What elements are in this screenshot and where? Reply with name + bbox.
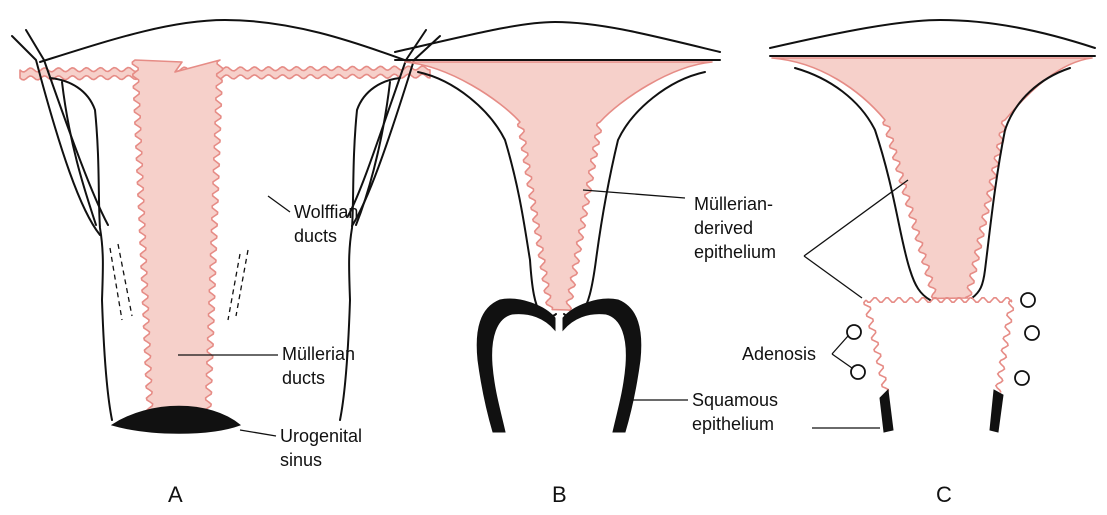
leader-mderived-c1	[804, 180, 908, 256]
panel-a-mullerian-duct	[132, 60, 222, 412]
adenosis-gland	[847, 325, 861, 339]
label-squamous-line1: Squamous	[692, 390, 778, 410]
leader-adenosis-1	[832, 336, 848, 354]
panel-b-endometrial-cavity	[405, 62, 712, 310]
label-mderived-line3: epithelium	[694, 242, 776, 262]
adenosis-gland	[851, 365, 865, 379]
label-urogenital-line1: Urogenital	[280, 426, 362, 446]
panel-b-squamous-right	[563, 299, 641, 432]
label-adenosis: Adenosis	[742, 344, 816, 364]
label-mderived-line1: Müllerian-	[694, 194, 773, 214]
panel-c-adenosis-epithelium-left	[864, 300, 889, 392]
panel-c-squamous-right	[990, 390, 1003, 432]
label-squamous-line2: epithelium	[692, 414, 774, 434]
panel-c	[770, 20, 1095, 432]
label-mderived-line2: derived	[694, 218, 753, 238]
panel-a-dash-l1	[110, 248, 122, 320]
panel-label-a: A	[168, 482, 183, 507]
panel-a-inner-left	[62, 82, 96, 225]
label-mullerian-ducts-line2: ducts	[282, 368, 325, 388]
panel-a-uterus-left-wall	[50, 78, 112, 420]
panel-c-adenosis-epithelium-right	[996, 300, 1013, 393]
panel-b-fundus	[395, 22, 720, 52]
adenosis-gland	[1025, 326, 1039, 340]
panel-a-fundus	[40, 20, 410, 62]
label-urogenital-line2: sinus	[280, 450, 322, 470]
leader-adenosis-2	[832, 354, 852, 368]
adenosis-gland	[1021, 293, 1035, 307]
panel-c-fundus	[770, 20, 1095, 48]
panel-a-wolffian-duct-right-2	[348, 30, 426, 216]
panel-a-urogenital-sinus	[112, 406, 240, 433]
leader-mderived-c2	[804, 256, 862, 298]
label-mullerian-ducts-line1: Müllerian	[282, 344, 355, 364]
panel-label-c: C	[936, 482, 952, 507]
leader-mderived-b	[583, 190, 685, 198]
adenosis-gland	[1015, 371, 1029, 385]
label-wolffian-line2: ducts	[294, 226, 337, 246]
panel-c-endometrial-cavity	[772, 58, 1092, 298]
leader-wolffian	[268, 196, 290, 212]
panel-b-squamous-left	[477, 299, 555, 432]
label-wolffian-line1: Wolffian	[294, 202, 358, 222]
leader-urogenital	[240, 430, 276, 436]
panel-c-squamous-left	[880, 390, 893, 432]
panel-a-dash-r2	[236, 250, 248, 316]
panel-a	[12, 20, 440, 433]
panel-a-wolffian-duct-left	[12, 36, 100, 235]
panel-a-dash-r1	[228, 254, 240, 320]
panel-label-b: B	[552, 482, 567, 507]
panel-b	[395, 22, 720, 432]
panel-a-top-epithelium	[20, 66, 430, 80]
